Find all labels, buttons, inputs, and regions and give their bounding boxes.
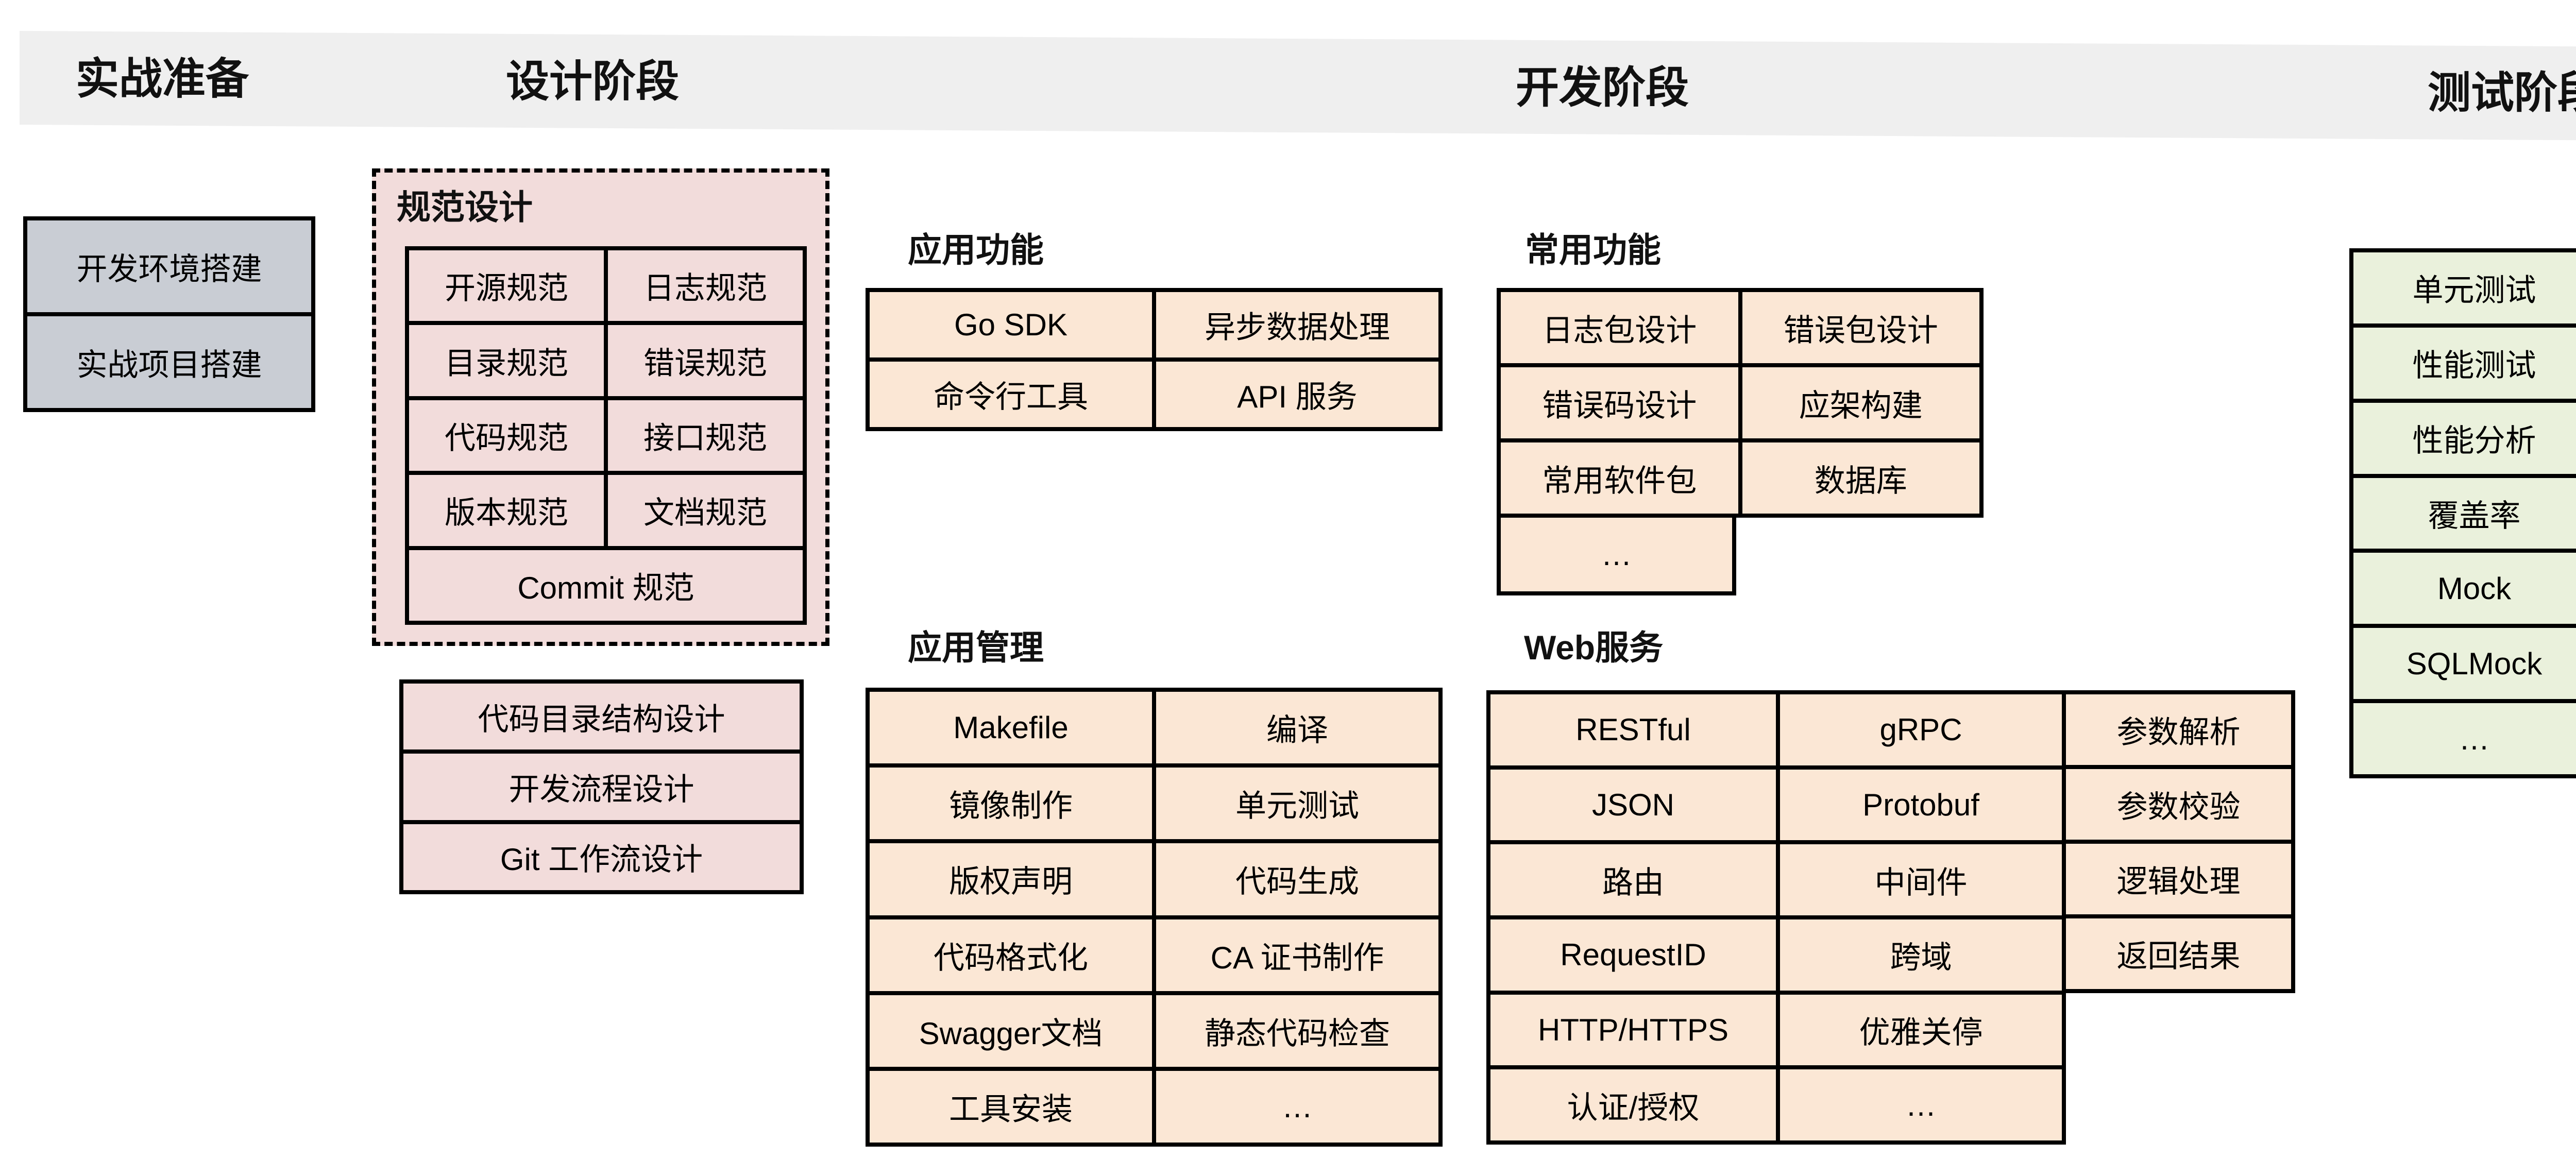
stage-preparation: 实战准备 bbox=[76, 55, 249, 103]
web-service-cell: 中间件 bbox=[1780, 844, 2062, 915]
spec-cell: 接口规范 bbox=[608, 400, 803, 471]
arrow-shape bbox=[20, 31, 2576, 141]
prep-list: 开发环境搭建 实战项目搭建 bbox=[23, 216, 315, 412]
app-management-cell: Makefile bbox=[870, 692, 1152, 764]
app-management-cell: … bbox=[1156, 1070, 1438, 1143]
spec-cell: 代码规范 bbox=[409, 400, 604, 471]
test-item: 性能测试 bbox=[2353, 327, 2576, 399]
spec-cell-commit: Commit 规范 bbox=[409, 550, 803, 621]
app-management-cell: 版权声明 bbox=[870, 843, 1152, 915]
spec-cell: 版本规范 bbox=[409, 475, 604, 546]
web-service-cell: 参数校验 bbox=[2066, 769, 2291, 840]
app-management-cell: 编译 bbox=[1156, 692, 1438, 764]
spec-cell: 错误规范 bbox=[608, 325, 803, 396]
app-management-cell: 静态代码检查 bbox=[1156, 995, 1438, 1067]
web-service-col2: gRPC Protobuf 中间件 跨域 优雅关停 … bbox=[1776, 690, 2066, 1145]
app-features-cell: API 服务 bbox=[1156, 362, 1438, 427]
test-item: 覆盖率 bbox=[2353, 478, 2576, 549]
spec-design-title: 规范设计 bbox=[397, 188, 533, 226]
common-features-cell: 应架构建 bbox=[1742, 367, 1979, 438]
web-service-cell: RESTful bbox=[1490, 694, 1776, 765]
app-management-title: 应用管理 bbox=[908, 628, 1044, 667]
web-service-cell: Protobuf bbox=[1780, 769, 2062, 841]
web-service-col1: RESTful JSON 路由 RequestID HTTP/HTTPS 认证/… bbox=[1486, 690, 1780, 1145]
app-management-cell: 代码生成 bbox=[1156, 843, 1438, 915]
web-service-title: Web服务 bbox=[1524, 628, 1664, 667]
common-features-title: 常用功能 bbox=[1525, 231, 1661, 269]
app-features-cell: 异步数据处理 bbox=[1156, 292, 1438, 357]
app-management-cell: Swagger文档 bbox=[870, 995, 1152, 1067]
web-service-cell: JSON bbox=[1490, 769, 1776, 841]
web-service-cell: 路由 bbox=[1490, 844, 1776, 915]
common-features-ellipsis: … bbox=[1501, 518, 1732, 591]
design-flow-item: 代码目录结构设计 bbox=[403, 684, 800, 750]
design-flow-item: 开发流程设计 bbox=[403, 754, 800, 820]
web-service-cell: gRPC bbox=[1780, 694, 2062, 765]
spec-cell: 开源规范 bbox=[409, 250, 604, 321]
common-features-cell: 常用软件包 bbox=[1501, 442, 1738, 514]
spec-cell: 目录规范 bbox=[409, 325, 604, 396]
common-features-footer: … bbox=[1497, 514, 1736, 595]
test-item: … bbox=[2353, 703, 2576, 774]
web-service-cell: RequestID bbox=[1490, 919, 1776, 991]
app-features-cell: 命令行工具 bbox=[870, 362, 1152, 427]
app-features-cell: Go SDK bbox=[870, 292, 1152, 357]
web-service-cell: 认证/授权 bbox=[1490, 1069, 1776, 1140]
web-service-cell: 参数解析 bbox=[2066, 694, 2291, 765]
test-item: Mock bbox=[2353, 553, 2576, 624]
web-service-cell: 逻辑处理 bbox=[2066, 844, 2291, 914]
app-management-cell: CA 证书制作 bbox=[1156, 919, 1438, 991]
spec-design-table: 开源规范 日志规范 目录规范 错误规范 代码规范 接口规范 版本规范 文档规范 … bbox=[405, 246, 807, 625]
app-management-cell: 工具安装 bbox=[870, 1070, 1152, 1143]
app-management-cell: 单元测试 bbox=[1156, 768, 1438, 840]
prep-item: 开发环境搭建 bbox=[27, 220, 311, 312]
design-flow-list: 代码目录结构设计 开发流程设计 Git 工作流设计 bbox=[399, 679, 804, 894]
common-features-cell: 日志包设计 bbox=[1501, 292, 1738, 363]
stage-design: 设计阶段 bbox=[506, 57, 680, 106]
common-features-table: 日志包设计 错误包设计 错误码设计 应架构建 常用软件包 数据库 bbox=[1497, 288, 1984, 518]
test-item: 性能分析 bbox=[2353, 402, 2576, 474]
test-list: 单元测试 性能测试 性能分析 覆盖率 Mock SQLMock … bbox=[2349, 248, 2576, 778]
app-management-cell: 代码格式化 bbox=[870, 919, 1152, 991]
app-features-table: Go SDK 异步数据处理 命令行工具 API 服务 bbox=[866, 288, 1443, 431]
web-service-cell: 优雅关停 bbox=[1780, 994, 2062, 1066]
web-service-cell: 返回结果 bbox=[2066, 918, 2291, 989]
prep-item: 实战项目搭建 bbox=[27, 316, 311, 408]
web-service-col3: 参数解析 参数校验 逻辑处理 返回结果 bbox=[2062, 690, 2295, 993]
common-features-cell: 错误码设计 bbox=[1501, 367, 1738, 438]
common-features-cell: 数据库 bbox=[1742, 442, 1979, 514]
test-item: SQLMock bbox=[2353, 628, 2576, 700]
spec-design-group: 规范设计 开源规范 日志规范 目录规范 错误规范 代码规范 接口规范 版本规范 … bbox=[372, 168, 829, 646]
common-features-cell: 错误包设计 bbox=[1742, 292, 1979, 363]
web-service-cell: … bbox=[1780, 1069, 2062, 1140]
stage-development: 开发阶段 bbox=[1516, 63, 1689, 112]
spec-cell: 文档规范 bbox=[608, 475, 803, 546]
test-item: 单元测试 bbox=[2353, 252, 2576, 323]
app-features-title: 应用功能 bbox=[908, 231, 1044, 269]
web-service-cell: HTTP/HTTPS bbox=[1490, 994, 1776, 1066]
app-management-cell: 镜像制作 bbox=[870, 768, 1152, 840]
app-management-table: Makefile 编译 镜像制作 单元测试 版权声明 代码生成 代码格式化 CA… bbox=[866, 688, 1443, 1147]
spec-cell: 日志规范 bbox=[608, 250, 803, 321]
process-arrow-banner bbox=[20, 31, 2576, 141]
web-service-cell: 跨域 bbox=[1780, 919, 2062, 991]
design-flow-item: Git 工作流设计 bbox=[403, 824, 800, 890]
stage-testing: 测试阶段 bbox=[2428, 69, 2576, 117]
